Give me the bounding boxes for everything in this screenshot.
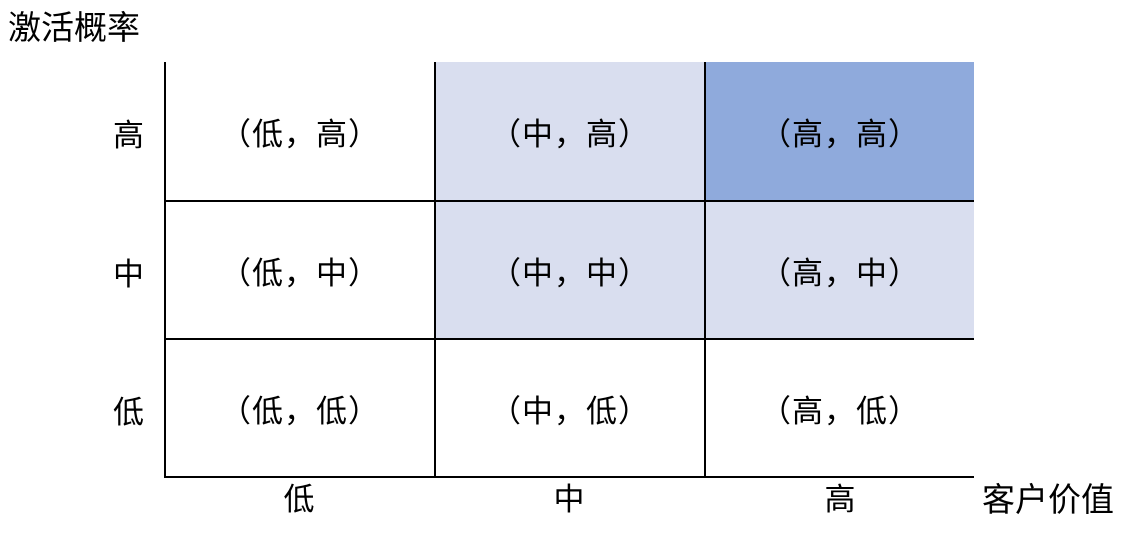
matrix-cell-high-high: （高，高） xyxy=(704,62,974,202)
matrix-cell-low-high: （低，高） xyxy=(164,62,434,202)
y-axis-title: 激活概率 xyxy=(8,9,140,46)
matrix-cell-mid-high: （中，高） xyxy=(434,62,704,202)
x-tick-high: 高 xyxy=(824,482,856,517)
y-tick-mid: 中 xyxy=(113,256,144,292)
x-axis-tick-labels: 低 中 高 xyxy=(164,482,976,518)
matrix-cell-mid-mid: （中，中） xyxy=(434,202,704,340)
y-tick-high: 高 xyxy=(113,117,144,153)
matrix-cell-high-mid: （高，中） xyxy=(704,202,974,340)
x-axis-title: 客户价值 xyxy=(982,481,1114,518)
y-tick-low: 低 xyxy=(113,394,144,430)
matrix-cell-mid-low: （中，低） xyxy=(434,340,704,478)
matrix-cell-low-low: （低，低） xyxy=(164,340,434,478)
matrix-grid: （低，高） （中，高） （高，高） （低，中） （中，中） （高，中） （低，低… xyxy=(164,62,974,478)
y-axis-tick-labels: 高 中 低 xyxy=(0,62,156,478)
x-tick-mid: 中 xyxy=(553,482,585,517)
x-tick-low: 低 xyxy=(283,482,315,517)
matrix-cell-high-low: （高，低） xyxy=(704,340,974,478)
matrix-cell-low-mid: （低，中） xyxy=(164,202,434,340)
